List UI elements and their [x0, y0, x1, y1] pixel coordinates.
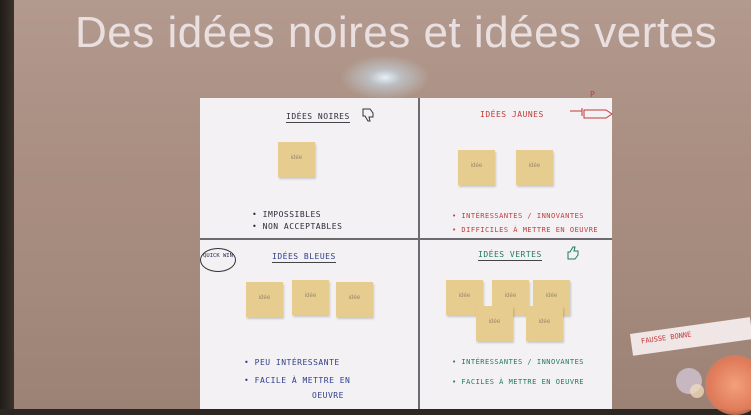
screen-bezel [0, 0, 14, 409]
sticky-note: idée [458, 150, 495, 185]
marker-p: P [590, 90, 596, 99]
sticky-note: idée [278, 142, 315, 177]
sticky-note: idée [292, 280, 329, 315]
slide-title: Des idées noires et idées vertes [75, 8, 718, 57]
sticky-note: idée [516, 150, 553, 185]
heading-idees-vertes: IDÉES VERTES [478, 250, 542, 261]
bullet-oeuvre: OEUVRE [312, 391, 344, 400]
bullet-facile: • FACILE À METTRE EN [244, 376, 351, 385]
bullet-peu-interessante: • PEU INTÉRESSANTE [244, 358, 340, 367]
heading-idees-bleues: IDÉES BLEUES [272, 252, 336, 263]
bullet-impossibles: • IMPOSSIBLES [252, 210, 322, 219]
sticky-note: idée [246, 282, 283, 317]
horizontal-divider [200, 238, 612, 240]
thumbs-up-icon [567, 246, 579, 260]
bokeh-light [705, 355, 751, 415]
bullet-non-acceptables: • NON ACCEPTABLES [252, 222, 343, 231]
vertical-divider [418, 98, 420, 409]
whiteboard [200, 98, 612, 409]
sticky-note: idée [476, 306, 513, 341]
bullet-difficiles: • DIFFICILES À METTRE EN OEUVRE [452, 226, 599, 234]
sticky-note: idée [526, 306, 563, 341]
sticky-note: idée [336, 282, 373, 317]
projector-glare [340, 55, 430, 100]
bullet-interessantes: • INTÉRESSANTES / INNOVANTES [452, 212, 585, 220]
signpost-icon [570, 108, 613, 119]
bullet-interessantes-innovantes: • INTÉRESSANTES / INNOVANTES [452, 358, 585, 366]
bokeh-light [690, 384, 704, 398]
heading-idees-jaunes: IDÉES JAUNES [480, 110, 544, 119]
thumbs-down-icon [362, 108, 374, 122]
quick-win-bubble: QUICK WIN [200, 248, 236, 272]
bullet-faciles: • FACILES À METTRE EN OEUVRE [452, 378, 585, 386]
heading-idees-noires: IDÉES NOIRES [286, 112, 350, 123]
